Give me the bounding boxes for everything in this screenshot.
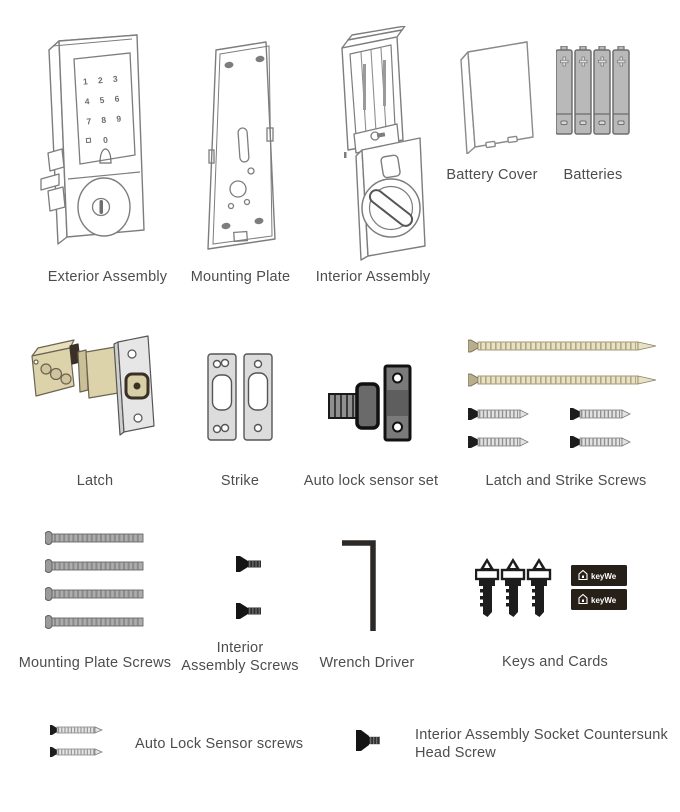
keypad-digit: 0 — [103, 135, 109, 145]
keypad-digit: 9 — [116, 113, 122, 123]
battery-compartment — [341, 26, 406, 151]
mounting-plate-label: Mounting Plate — [190, 269, 291, 285]
bolt-holes — [221, 55, 265, 230]
keypad-digit: 8 — [101, 115, 107, 125]
exterior-assembly-illustration: 1 2 3 4 5 6 7 8 9 0 — [40, 34, 145, 245]
battery-cover-figure — [448, 36, 540, 154]
keypad-digit: 6 — [114, 94, 120, 104]
key-cards: keyWe keyWe — [571, 565, 627, 610]
auto-lock-sensor-screws-illustration — [50, 725, 103, 757]
batteries-label: Batteries — [563, 167, 623, 183]
keywe-brand-text: keyWe — [591, 572, 617, 581]
interior-assembly-screws-label-line1: Interior — [216, 640, 264, 656]
interior-assembly-screws-figure — [236, 550, 264, 622]
exterior-assembly-label: Exterior Assembly — [47, 269, 168, 285]
keywe-logo-icon — [578, 593, 588, 605]
interior-assembly-illustration — [341, 26, 426, 261]
latch-label: Latch — [76, 473, 114, 489]
latch-and-strike-screws-label: Latch and Strike Screws — [485, 473, 647, 489]
keypad-digit: 7 — [86, 116, 92, 126]
mounting-plate-screws-illustration — [45, 531, 144, 629]
keywe-logo-icon — [578, 569, 588, 581]
wrench-driver-label: Wrench Driver — [319, 655, 415, 671]
keypad-digit: 2 — [98, 75, 104, 85]
sensor-plate — [383, 364, 412, 442]
interior-socket-screw-label-line2: Head Screw — [415, 745, 496, 761]
keys — [475, 558, 552, 617]
latch-and-strike-screws-figure — [468, 336, 663, 454]
interior-assembly-screws-label-line2: Assembly Screws — [181, 658, 299, 674]
interior-assembly-figure — [330, 26, 432, 262]
deadbolt-tailpiece — [40, 148, 66, 212]
sensor-screws — [50, 725, 103, 757]
short-silver-screws — [468, 408, 631, 448]
interior-socket-screw-illustration — [356, 730, 380, 751]
mounting-plate-screws-figure — [45, 530, 150, 630]
keys-and-cards-illustration: keyWe keyWe — [475, 558, 627, 617]
keypad-digit: 1 — [83, 76, 89, 86]
latch-and-strike-screws-illustration — [468, 339, 657, 448]
batteries-figure — [556, 46, 632, 138]
strike-plates — [207, 353, 273, 441]
batteries-illustration — [556, 46, 630, 135]
exterior-assembly-figure: 1 2 3 4 5 6 7 8 9 0 — [40, 33, 155, 248]
strike-illustration — [207, 353, 273, 441]
interior-socket-screw-figure — [356, 728, 382, 754]
battery-slots — [360, 47, 387, 135]
keys-and-cards-figure: keyWe keyWe — [475, 556, 633, 618]
interior-socket-screw-label: Interior Assembly Socket Countersunk Hea… — [415, 726, 669, 762]
thumbturn — [361, 178, 421, 238]
interior-assembly-label: Interior Assembly — [315, 269, 431, 285]
keyhole-icon — [99, 200, 103, 214]
machine-screws — [45, 531, 144, 629]
latch-figure — [28, 328, 163, 440]
auto-lock-sensor-screws-figure — [50, 722, 108, 758]
plate-cutouts — [208, 127, 274, 243]
sensor-magnet — [328, 382, 380, 430]
strike-label: Strike — [220, 473, 260, 489]
mounting-plate-illustration — [207, 41, 276, 250]
keypad-digit: 4 — [84, 96, 90, 106]
latch-faceplate — [113, 335, 155, 436]
mounting-plate-screws-label: Mounting Plate Screws — [18, 655, 172, 671]
latch-bolt — [31, 339, 125, 399]
auto-lock-sensor-set-figure — [328, 364, 413, 444]
allen-wrench — [342, 540, 376, 631]
keypad: 1 2 3 4 5 6 7 8 9 0 — [83, 74, 122, 145]
socket-countersunk-screw — [356, 730, 380, 751]
keypad-panel — [73, 52, 136, 165]
keypad-digit: 5 — [99, 95, 105, 105]
keypad-digit: 3 — [112, 74, 118, 84]
bell-icon — [99, 148, 112, 164]
deadbolt-rosette — [77, 177, 131, 237]
auto-lock-sensor-set-label: Auto lock sensor set — [303, 473, 439, 489]
mounting-plate-figure — [203, 40, 283, 255]
latch-illustration — [31, 335, 155, 436]
battery-cells — [556, 46, 630, 135]
wrench-driver-illustration — [342, 540, 376, 631]
interior-assembly-screws-label: Interior Assembly Screws — [175, 639, 305, 675]
interior-socket-screw-label-line1: Interior Assembly Socket Countersunk — [415, 727, 669, 743]
countersunk-screws — [236, 556, 261, 619]
keywe-brand-text: keyWe — [591, 596, 617, 605]
battery-cover-illustration — [460, 41, 534, 154]
auto-lock-sensor-set-illustration — [328, 364, 412, 442]
wrench-driver-figure — [340, 538, 380, 634]
keys-and-cards-label: Keys and Cards — [502, 654, 608, 670]
auto-lock-sensor-screws-label: Auto Lock Sensor screws — [135, 736, 304, 752]
battery-cover-label: Battery Cover — [446, 167, 538, 183]
strike-figure — [206, 348, 276, 444]
interior-assembly-screws-illustration — [236, 556, 261, 619]
long-wood-screws — [468, 339, 657, 387]
